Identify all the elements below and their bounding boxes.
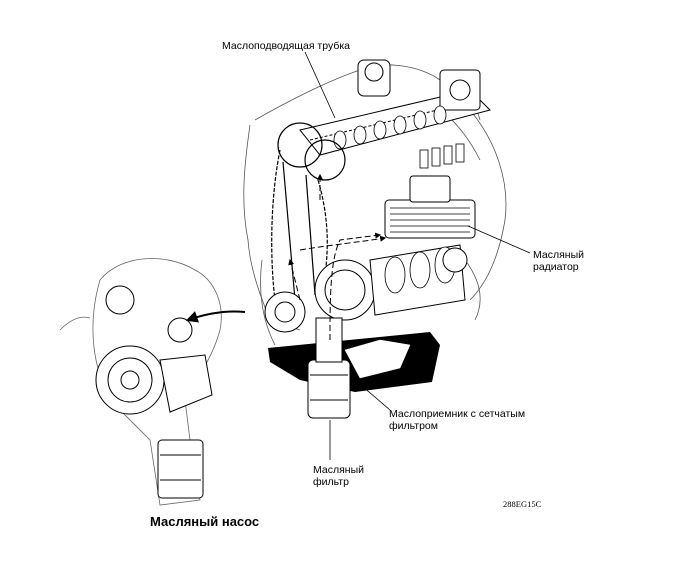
oil-cooler [384, 175, 476, 239]
label-oil-strainer: Маслоприемник с сетчатым фильтром [389, 408, 525, 432]
label-oil-strainer-line2: фильтром [389, 420, 438, 432]
crankshaft [264, 244, 468, 333]
label-oil-cooler: Масляный радиатор [533, 249, 584, 273]
label-oil-feed-pipe: Маслоподводящая трубка [222, 40, 350, 52]
oil-flow-arrows [288, 173, 387, 341]
leader-lines [304, 51, 531, 460]
camshaft-assembly [299, 59, 491, 169]
label-oil-cooler-line1: Масляный [533, 249, 584, 261]
oil-pump-inset [59, 258, 222, 506]
label-oil-filter-line1: Масляный [313, 464, 364, 476]
label-oil-filter: Масляный фильтр [313, 464, 364, 488]
label-oil-filter-line2: фильтр [313, 476, 349, 488]
oil-pan [268, 332, 440, 392]
pump-pointer-arrow [185, 310, 246, 323]
oil-filter [307, 317, 351, 419]
oil-pump-caption: Масляный насос [150, 514, 260, 529]
label-oil-cooler-line2: радиатор [533, 261, 579, 273]
figure-code: 288EG15C [503, 499, 542, 509]
label-oil-strainer-line1: Маслоприемник с сетчатым [389, 408, 526, 420]
